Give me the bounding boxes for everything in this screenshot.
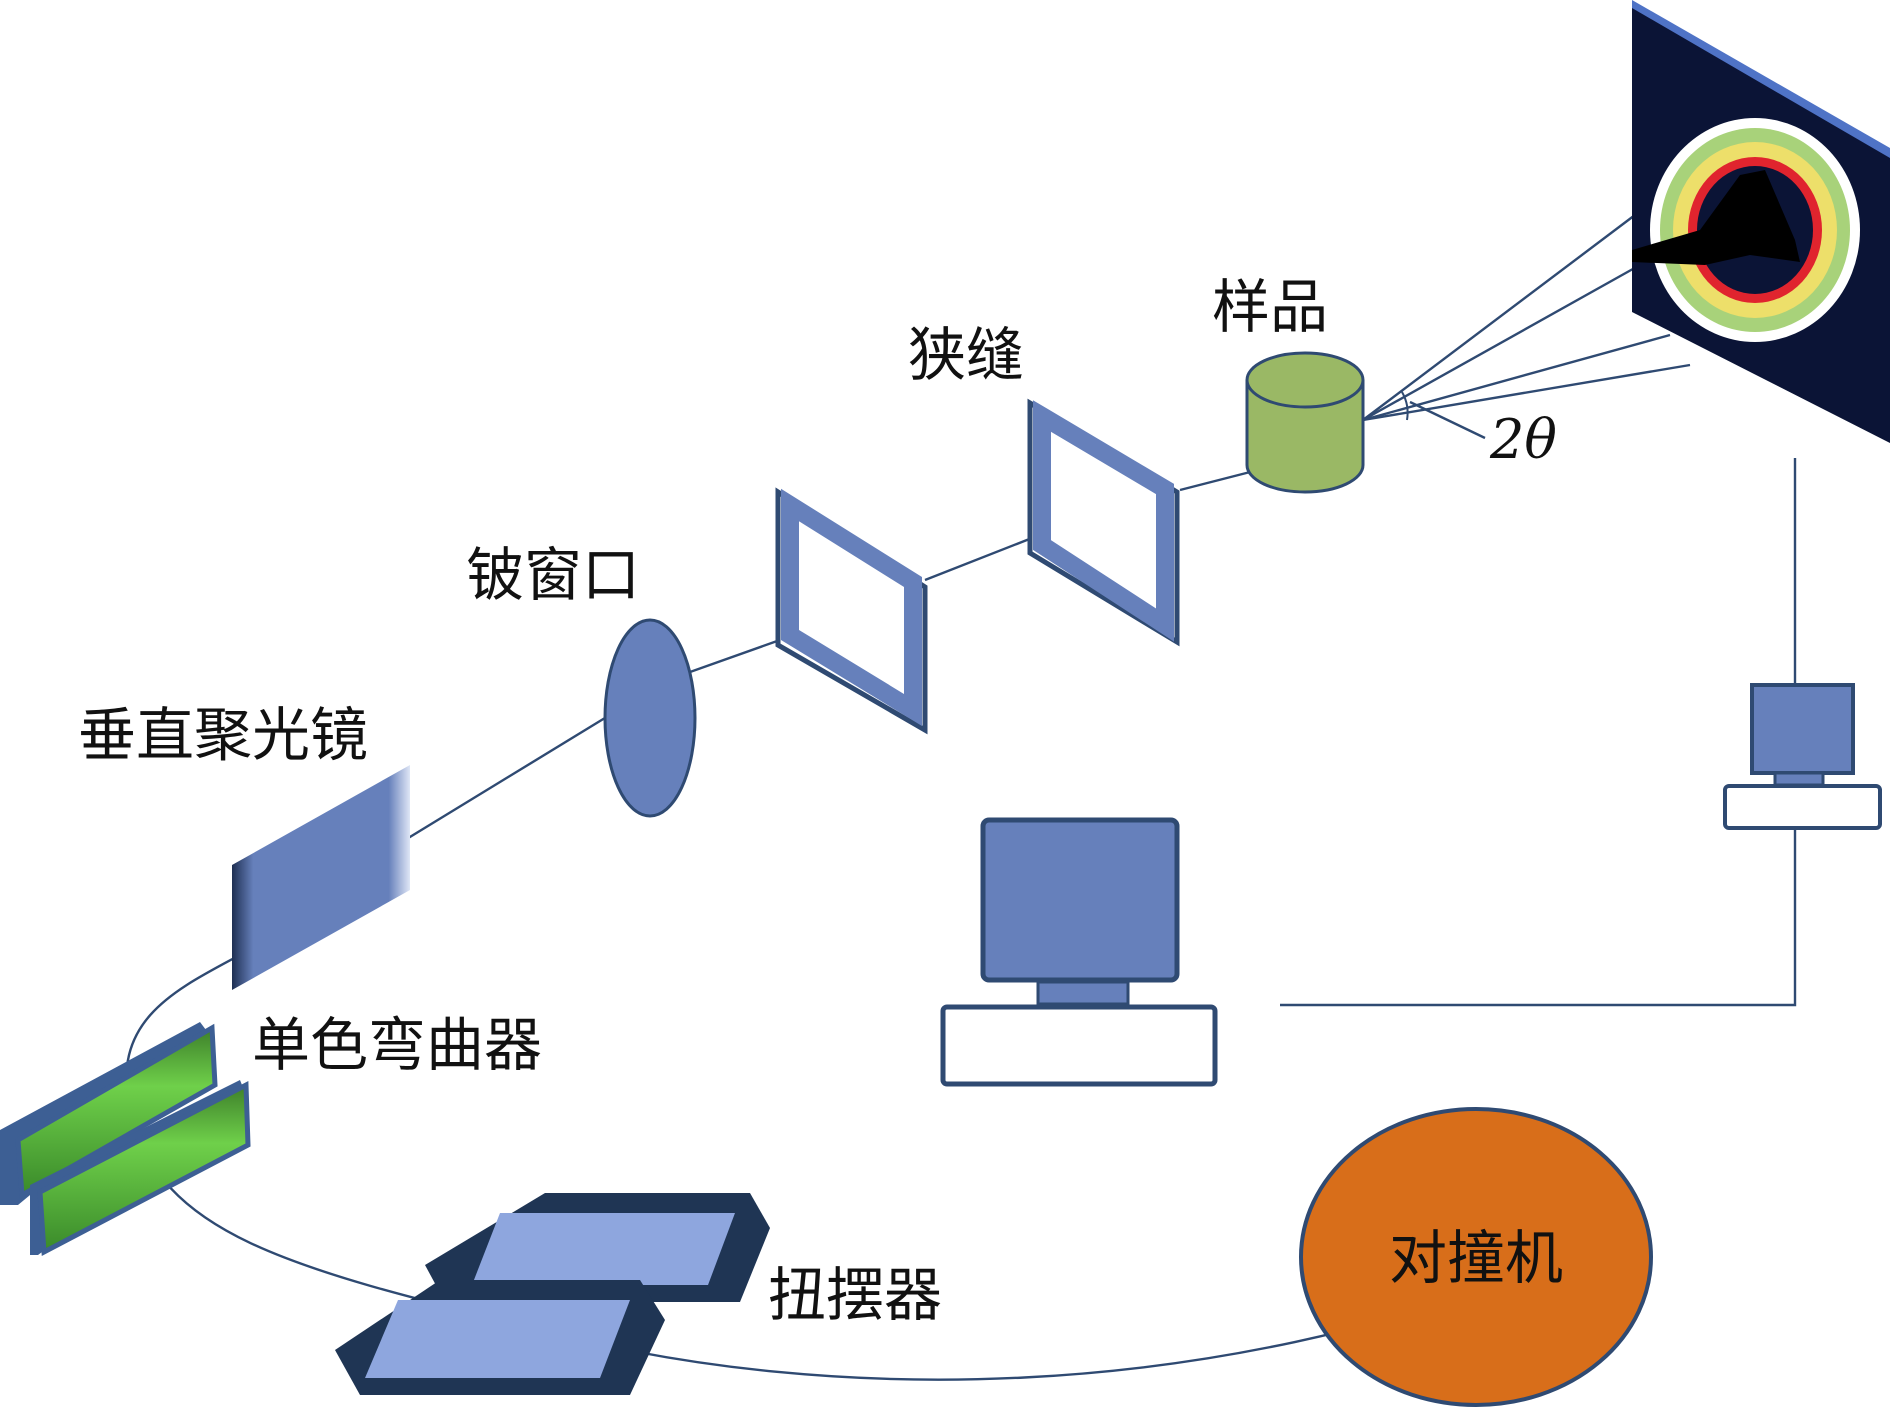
computer <box>940 817 1218 1087</box>
acquisition-unit <box>1723 683 1882 830</box>
wiggler-label: 扭摆器 <box>768 1261 942 1329</box>
wiggler-block-lower-face <box>365 1300 630 1378</box>
vertical-mirror-label: 垂直聚光镜 <box>78 701 368 769</box>
area-detector <box>1632 0 1890 443</box>
slit-frame-1 <box>775 487 928 735</box>
vertical-focusing-mirror <box>232 765 410 990</box>
sample-label: 样品 <box>1212 273 1328 341</box>
detector-cable <box>1280 458 1797 1007</box>
beam-stop <box>1632 170 1800 265</box>
computer-base <box>940 1004 1218 1087</box>
monochromator-label: 单色弯曲器 <box>252 1011 542 1079</box>
slit-frame-2 <box>1027 398 1180 647</box>
xray-beam-path <box>404 468 1259 842</box>
collider-ring <box>1299 1107 1653 1407</box>
two-theta-label: 2θ <box>1489 408 1557 471</box>
wiggler-block-upper-face <box>472 1213 735 1285</box>
monochromator <box>0 1022 251 1256</box>
wiggler <box>335 1193 770 1395</box>
be-window-label: 铍窗口 <box>466 541 640 609</box>
be-window <box>603 618 697 818</box>
diffraction-cone <box>1362 214 1691 440</box>
collider-label: 对撞机 <box>1389 1224 1563 1292</box>
sample-cylinder <box>1245 351 1365 494</box>
mono-crystal-1 <box>15 1023 218 1200</box>
computer-monitor <box>980 817 1180 983</box>
two-theta-arc <box>1401 391 1409 421</box>
computer-stand <box>1036 980 1130 1006</box>
mono-crystal-2 <box>37 1080 251 1256</box>
slit-label: 狭缝 <box>908 321 1024 389</box>
